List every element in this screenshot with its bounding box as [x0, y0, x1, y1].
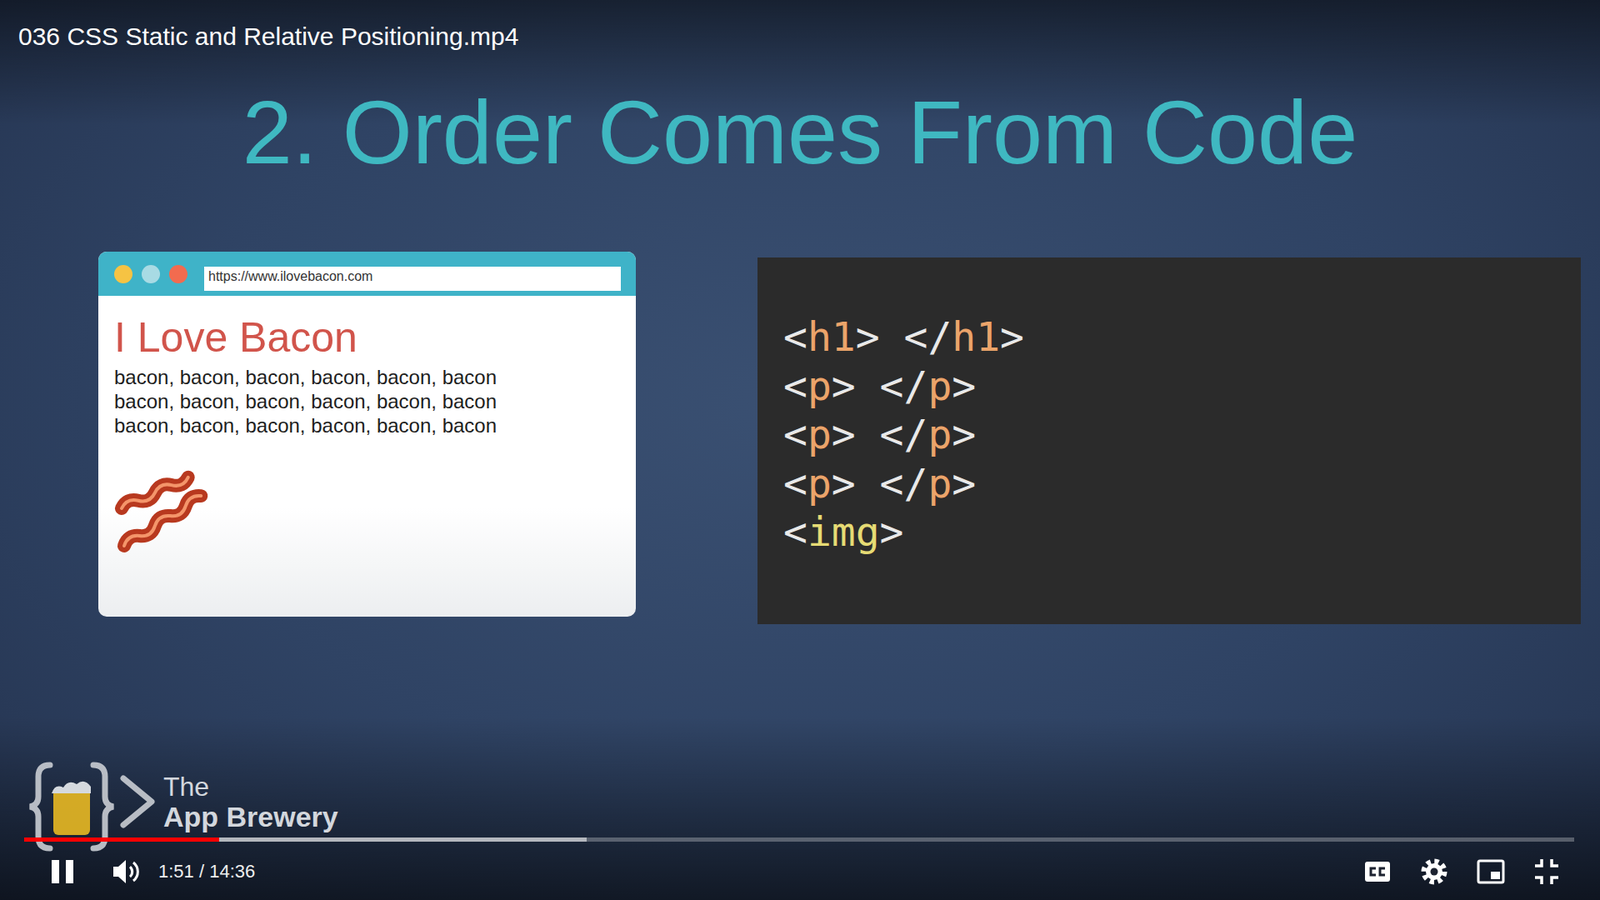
captions-icon: [1380, 868, 1385, 875]
slide-title: 2. Order Comes From Code: [0, 78, 1600, 187]
captions-icon: [1365, 861, 1390, 882]
code-line: <p> </p>: [783, 361, 1581, 411]
video-filename: 036 CSS Static and Relative Positioning.…: [18, 20, 519, 54]
bacon-picture: [120, 474, 204, 550]
code-token: p: [927, 410, 952, 458]
code-token: p: [807, 460, 832, 507]
progress-bar: [24, 837, 1575, 842]
page-paragraph: bacon, bacon, bacon, bacon, bacon, bacon…: [114, 365, 519, 438]
progress-track: [24, 837, 1575, 842]
code-token: >: [951, 460, 976, 507]
captions-icon: [1370, 868, 1376, 875]
brand-logo: [30, 765, 152, 849]
code-token: h1: [807, 313, 856, 360]
settings-icon: [1430, 868, 1439, 876]
code-token: h1: [951, 313, 1000, 360]
code-line: <p> </p>: [783, 459, 1581, 509]
url-text: https://www.ilovebacon.com: [208, 266, 373, 286]
progress-buffered: [24, 837, 587, 842]
address-bar: https://www.ilovebacon.com: [204, 266, 621, 291]
code-token: <: [783, 362, 808, 410]
volume-icon: [133, 862, 138, 881]
exit-fullscreen-icon: [1535, 859, 1559, 885]
code-token: > </: [855, 313, 953, 360]
code-line: <h1> </h1>: [783, 312, 1581, 362]
settings-icon: [1425, 863, 1443, 880]
bacon-fat: [122, 492, 204, 549]
settings-icon: [1424, 861, 1445, 882]
code-token: <: [783, 508, 808, 555]
bottom-shade: [0, 716, 1600, 900]
code-token: img: [807, 508, 880, 555]
code-token: > </: [831, 362, 929, 410]
code-token: >: [951, 410, 976, 458]
code-line: <p> </p>: [783, 410, 1581, 460]
logo-word: The: [163, 770, 210, 804]
code-token: > </: [831, 460, 929, 507]
volume-icon: [113, 860, 126, 884]
code-token: p: [807, 410, 832, 458]
code-token: >: [880, 508, 905, 555]
logo-mug: [53, 788, 90, 835]
player-controls: [51, 859, 1559, 885]
browser-page: [98, 251, 636, 617]
code-token: > </: [831, 410, 929, 458]
pause-icon: [51, 860, 60, 884]
code-line: <img>: [783, 507, 1581, 557]
pause-icon: [65, 860, 74, 884]
code-token: <: [783, 410, 808, 458]
browser-frame: [98, 251, 636, 617]
bacon-strip: [122, 492, 204, 549]
logo-chevron: [123, 778, 152, 825]
miniplayer-icon: [1490, 871, 1500, 880]
code-token: p: [807, 362, 832, 410]
code-panel: <h1> </h1><p> </p><p> </p><p> </p><img>: [757, 257, 1581, 625]
logo-brace: [30, 765, 50, 849]
code-token: >: [951, 362, 976, 410]
code-token: <: [783, 313, 808, 360]
browser-window: I Love Baconbacon, bacon, bacon, bacon, …: [98, 251, 636, 617]
volume-icon: [130, 866, 133, 877]
miniplayer-icon: [1478, 860, 1504, 883]
logo-foam: [51, 781, 91, 794]
page-heading: I Love Bacon: [114, 312, 358, 363]
progress-played: [24, 837, 220, 842]
logo-brace: [93, 765, 114, 849]
video-time: 1:51 / 14:36: [158, 859, 255, 885]
code-token: >: [1000, 313, 1025, 360]
code-token: p: [927, 460, 952, 507]
window-dot: [141, 265, 160, 284]
browser-toolbar: [98, 251, 636, 296]
window-dot: [114, 265, 133, 284]
code-token: <: [783, 460, 808, 507]
code-token: p: [927, 362, 952, 410]
logo-word: App Brewery: [163, 800, 339, 834]
window-dot: [169, 265, 188, 284]
